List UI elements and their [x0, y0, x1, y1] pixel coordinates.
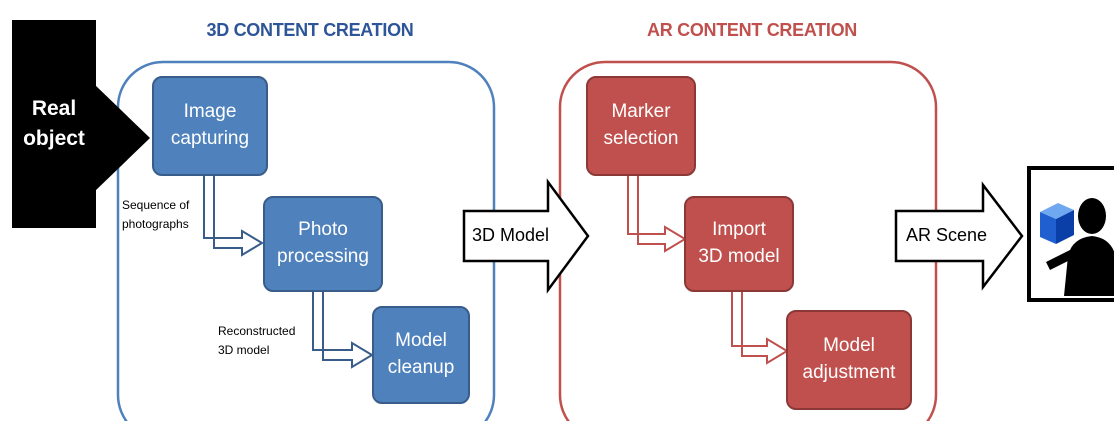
connector-marker-to-import: [627, 176, 687, 253]
reconstructed-annotation: Reconstructed 3D model: [218, 324, 296, 358]
sequence-annotation: Sequence of photographs: [122, 198, 190, 232]
connector-capture-to-photo: [203, 176, 264, 257]
person-with-cube-icon: [1027, 166, 1114, 302]
ar-scene-arrow: [894, 181, 1024, 291]
3d-section-title: 3D CONTENT CREATION: [206, 20, 414, 40]
real-object-block: Real object: [12, 20, 96, 228]
marker-selection-step: Marker selection: [586, 76, 696, 176]
3d-model-arrow-label: 3D Model: [472, 225, 550, 245]
connector-import-to-adjust: [731, 290, 789, 365]
model-cleanup-step: Model cleanup: [372, 306, 470, 404]
ar-section-title: AR CONTENT CREATION: [647, 20, 857, 40]
model-adjustment-step: Model adjustment: [786, 310, 912, 410]
ar-scene-arrow-label: AR Scene: [906, 225, 988, 245]
image-capturing-step: Image capturing: [152, 76, 268, 176]
connector-photo-to-cleanup: [312, 290, 374, 369]
real-object-arrowhead: [94, 84, 150, 192]
import-3d-model-step: Import 3D model: [684, 196, 794, 292]
3d-model-arrow: [462, 178, 590, 294]
photo-processing-step: Photo processing: [263, 196, 383, 292]
